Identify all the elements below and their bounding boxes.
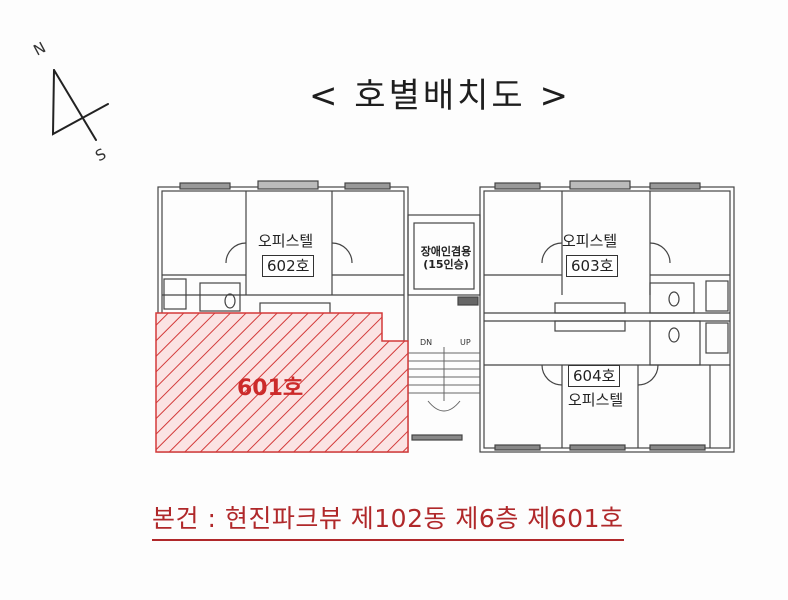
elevator-type: 장애인겸용 — [420, 245, 472, 258]
subject-property-caption: 본건 : 현진파크뷰 제102동 제6층 제601호 — [152, 499, 624, 541]
unit-603-label: 603호 — [566, 255, 619, 277]
unit-602-type-label: 오피스텔 — [258, 232, 314, 250]
compass: N S — [0, 0, 200, 180]
unit-601-highlight — [155, 312, 409, 453]
floor-plan-drawing — [155, 180, 735, 453]
stairs-down-label: DN — [420, 338, 433, 347]
elevator-label: 장애인겸용 (15인승) — [412, 245, 480, 271]
floor-plan: 오피스텔 602호 오피스텔 603호 604호 오피스텔 장애인겸용 (15인… — [150, 175, 742, 465]
unit-601-label: 601호 — [237, 376, 304, 401]
elevator-capacity: (15인승) — [423, 258, 469, 271]
unit-602-label: 602호 — [262, 255, 315, 277]
unit-604-type-label: 오피스텔 — [568, 391, 624, 409]
north-arrow-icon — [51, 69, 109, 141]
unit-603-type-label: 오피스텔 — [562, 232, 618, 250]
page-title: < 호별배치도 > — [309, 76, 571, 116]
unit-604-label: 604호 — [568, 365, 621, 387]
stairs-up-label: UP — [460, 338, 471, 347]
